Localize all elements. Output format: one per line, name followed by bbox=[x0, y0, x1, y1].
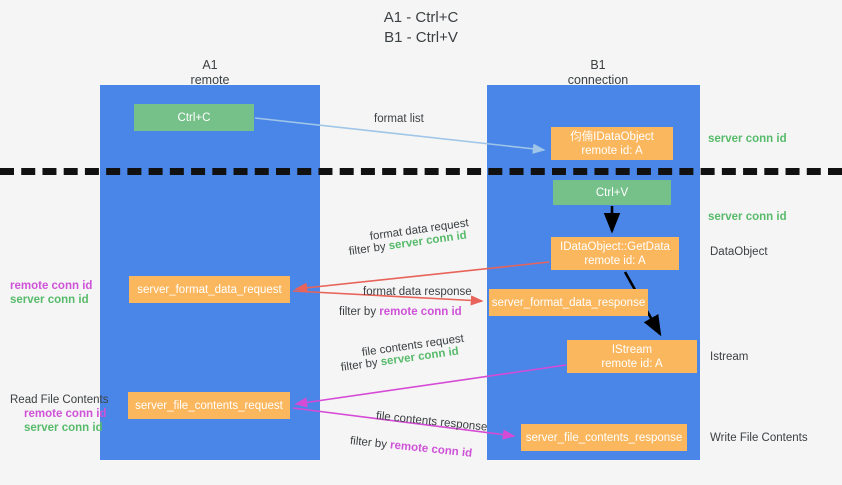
node-server-format-data-response[interactable]: server_format_data_response bbox=[489, 289, 648, 316]
node-server-file-contents-request[interactable]: server_file_contents_request bbox=[128, 392, 290, 419]
annotation-read-file-contents: Read File Contents remote conn id server… bbox=[10, 393, 108, 435]
title-line-2: B1 - Ctrl+V bbox=[384, 29, 458, 46]
node-ctrl-c[interactable]: Ctrl+C bbox=[134, 104, 254, 131]
edge-format-data-response bbox=[292, 290, 484, 306]
node-server-format-data-request[interactable]: server_format_data_request bbox=[129, 276, 290, 303]
swimlane-b1-name: B1 bbox=[590, 58, 606, 72]
node-server-file-contents-response[interactable]: server_file_contents_response bbox=[521, 424, 687, 451]
node-server-format-data-response-label: server_format_data_response bbox=[491, 296, 646, 309]
annotation-read-file-contents-label: Read File Contents bbox=[10, 394, 109, 406]
node-server-format-data-request-label: server_format_data_request bbox=[137, 283, 282, 296]
node-ctrl-c-label: Ctrl+C bbox=[177, 111, 211, 124]
annotation-server-conn-id-1: server conn id bbox=[10, 294, 89, 306]
filter-by-text-2: filter by bbox=[339, 306, 380, 318]
node-getdata-label: IDataObject::GetData bbox=[560, 240, 670, 253]
edge-label-format-data-response-text: format data response bbox=[363, 286, 472, 298]
title-line-1: A1 - Ctrl+C bbox=[383, 9, 459, 26]
edge-filter-format-data-response: filter by remote conn id bbox=[339, 305, 462, 320]
annotation-remote-conn-id-2: remote conn id bbox=[24, 408, 107, 420]
page-title: A1 - Ctrl+C B1 - Ctrl+V bbox=[0, 8, 842, 48]
remote-conn-id-text-1: remote conn id bbox=[379, 306, 462, 318]
edge-label-format-data-response: format data response bbox=[363, 285, 472, 300]
node-idataobject-label: 伨㑲IDataObject bbox=[570, 130, 654, 143]
edge-label-format-list-text: format list bbox=[374, 113, 424, 125]
node-istream-sub: remote id: A bbox=[601, 357, 663, 370]
annotation-write-file-contents: Write File Contents bbox=[710, 432, 808, 444]
node-istream-label: IStream bbox=[611, 343, 653, 356]
edge-label-format-list: format list bbox=[374, 112, 424, 127]
swimlane-a1-sub: remote bbox=[190, 73, 230, 87]
node-ctrl-v[interactable]: Ctrl+V bbox=[553, 180, 671, 205]
annotation-conn-ids-left-1: remote conn id server conn id bbox=[10, 279, 92, 307]
node-getdata-sub: remote id: A bbox=[584, 254, 646, 267]
node-idataobject[interactable]: 伨㑲IDataObject remote id: A bbox=[551, 127, 673, 160]
edge-file-contents-response bbox=[292, 407, 516, 440]
swimlane-header-b1: B1 connection bbox=[508, 58, 688, 88]
node-getdata[interactable]: IDataObject::GetData remote id: A bbox=[551, 237, 679, 270]
node-idataobject-sub: remote id: A bbox=[581, 144, 643, 157]
annotation-remote-conn-id-1: remote conn id bbox=[10, 280, 93, 292]
annotation-server-conn-id-4: server conn id bbox=[708, 211, 787, 223]
node-server-file-contents-request-label: server_file_contents_request bbox=[135, 399, 283, 412]
annotation-server-conn-id-3: server conn id bbox=[708, 133, 787, 145]
annotation-data-object: DataObject bbox=[710, 246, 768, 258]
edge-format-data-request bbox=[294, 261, 550, 293]
filter-by-text-4: filter by bbox=[349, 435, 391, 452]
swimlane-a1-name: A1 bbox=[202, 58, 218, 72]
swimlane-b1-sub: connection bbox=[567, 73, 629, 87]
swimlane-header-a1: A1 remote bbox=[120, 58, 300, 88]
annotation-istream: Istream bbox=[710, 351, 749, 363]
annotation-server-conn-id-2: server conn id bbox=[24, 422, 103, 434]
phase-divider bbox=[0, 168, 842, 175]
node-istream[interactable]: IStream remote id: A bbox=[567, 340, 697, 373]
edge-file-contents-request bbox=[294, 364, 567, 408]
node-server-file-contents-response-label: server_file_contents_response bbox=[525, 431, 683, 444]
node-ctrl-v-label: Ctrl+V bbox=[595, 186, 629, 199]
edge-format-list bbox=[254, 117, 546, 154]
